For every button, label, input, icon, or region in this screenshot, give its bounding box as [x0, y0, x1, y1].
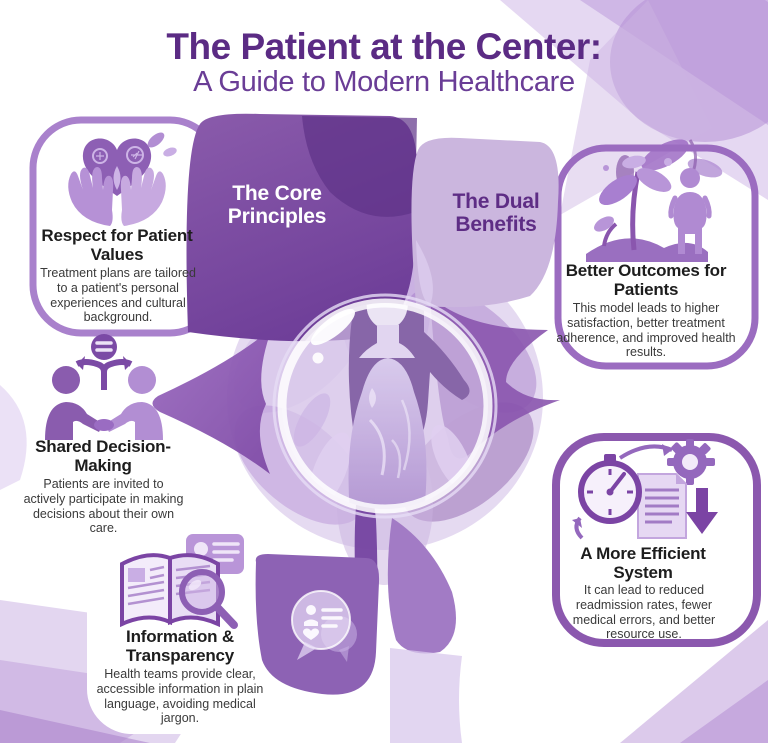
card-title: Respect for Patient Values: [41, 226, 193, 264]
card-title: Information & Transparency: [125, 627, 235, 665]
hands-holding-heart-icon: [68, 132, 177, 226]
growing-plant-person-icon: [586, 155, 712, 262]
card-border-efficient: [552, 433, 761, 647]
section-label-core-principles: The Core Principles: [227, 182, 327, 229]
glass-highlight: [311, 308, 355, 346]
center-patient-figure: [272, 293, 498, 519]
dual-benefits-blob: [411, 137, 559, 308]
core-principles-blob: [186, 113, 418, 342]
card-description: It can lead to reduced readmission rates…: [572, 583, 716, 642]
stopwatch-gear-document-icon: [572, 439, 718, 540]
handshake-people-icon: [45, 334, 163, 440]
card-description: This model leads to higher satisfaction,…: [556, 301, 736, 360]
card-title: Shared Decision-Making: [35, 437, 171, 475]
chat-bubble-icon: [291, 590, 357, 662]
card-description: Patients are invited to actively partici…: [23, 477, 184, 536]
card-title: Better Outcomes for Patients: [565, 261, 727, 299]
card-description: Treatment plans are tailored to a patien…: [40, 266, 196, 325]
card-title: A More Efficient System: [580, 544, 706, 582]
open-book-magnifier-icon: [120, 534, 244, 629]
glass-circle: [282, 303, 488, 509]
card-description: Health teams provide clear, accessible i…: [96, 667, 264, 726]
section-label-dual-benefits: The Dual Benefits: [452, 190, 540, 237]
page-subtitle: A Guide to Modern Healthcare: [193, 66, 575, 98]
page-title: The Patient at the Center:: [166, 26, 602, 67]
card-border-outcomes: [554, 144, 759, 370]
